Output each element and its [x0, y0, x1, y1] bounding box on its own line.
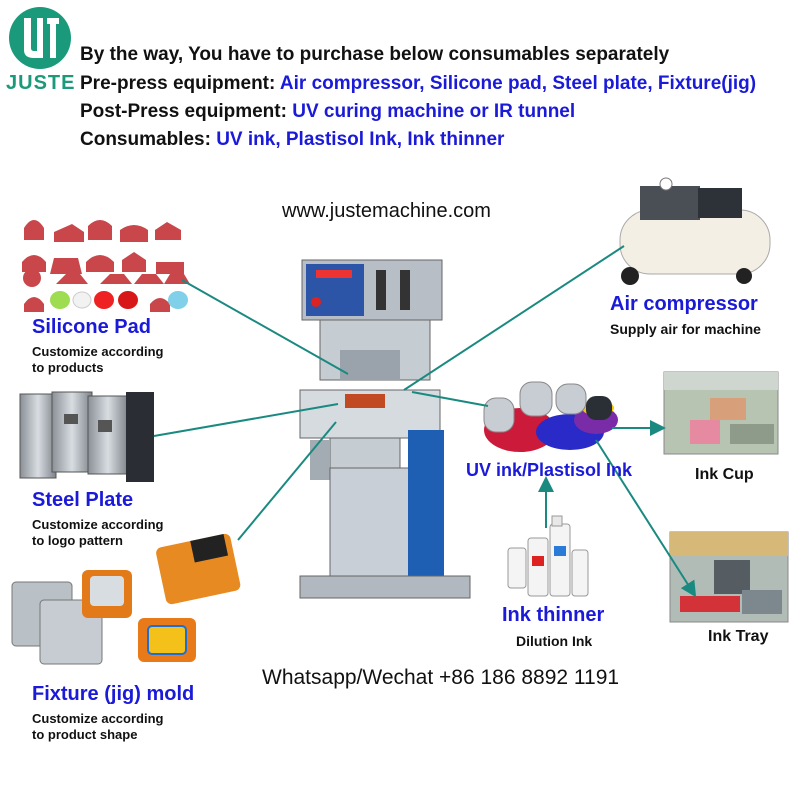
ink-tray-title: Ink Tray [708, 628, 769, 645]
fixture-desc: Customize according to product shape [32, 711, 163, 743]
ink-cup-image [663, 371, 779, 455]
consumables-items: UV ink, Plastisol Ink, Ink thinner [216, 129, 505, 150]
steel-plate-desc-1: Customize according [32, 517, 164, 532]
ink-thinner-bottles-image [507, 515, 589, 597]
pre-press-items: Air compressor, Silicone pad, Steel plat… [279, 73, 757, 94]
ink-thinner-desc: Dilution Ink [516, 633, 593, 649]
header-line-3: Post-Press equipment: UV curing machine … [80, 101, 575, 123]
post-press-label: Post-Press equipment: [80, 101, 293, 122]
ink-title: UV ink/Plastisol Ink [466, 460, 633, 480]
connector-lines [153, 245, 697, 598]
air-compressor-title: Air compressor [610, 293, 758, 315]
fixture-desc-1: Customize according [32, 711, 164, 726]
contact-line[interactable]: Whatsapp/Wechat +86 186 8892 1191 [262, 666, 620, 689]
steel-plate-desc: Customize according to logo pattern [32, 517, 163, 549]
brand-name: JUSTE [6, 72, 76, 94]
ink-cans-image [483, 381, 618, 452]
post-press-items: UV curing machine or IR tunnel [292, 101, 576, 122]
fixture-desc-2: to product shape [32, 727, 138, 742]
silicone-pad-desc: Customize according to products [32, 344, 163, 376]
pad-printing-machine-image [299, 259, 471, 599]
ink-tray-image [669, 531, 789, 623]
header-line-2: Pre-press equipment: Air compressor, Sil… [80, 73, 756, 95]
website-url[interactable]: www.justemachine.com [282, 200, 491, 222]
silicone-pad-title: Silicone Pad [32, 316, 151, 338]
steel-plate-desc-2: to logo pattern [32, 533, 123, 548]
consumables-label: Consumables: [80, 129, 217, 150]
fixture-title: Fixture (jig) mold [32, 683, 195, 705]
header-line-1: By the way, You have to purchase below c… [80, 44, 670, 65]
air-compressor-desc: Supply air for machine [610, 321, 761, 337]
header-line-4: Consumables: UV ink, Plastisol Ink, Ink … [80, 129, 504, 151]
silicone-pad-desc-1: Customize according [32, 344, 164, 359]
air-compressor-image [619, 177, 771, 285]
brand-logo: JUSTE [4, 4, 76, 94]
logo-mark-icon [9, 7, 71, 69]
silicone-pad-desc-2: to products [32, 360, 104, 375]
ink-cup-title: Ink Cup [695, 466, 754, 483]
steel-plates-image [19, 391, 154, 482]
pre-press-label: Pre-press equipment: [80, 73, 280, 94]
steel-plate-title: Steel Plate [32, 489, 134, 511]
ink-thinner-title: Ink thinner [502, 604, 605, 626]
silicone-pads-image [22, 220, 190, 312]
fixture-molds-image [11, 533, 241, 665]
